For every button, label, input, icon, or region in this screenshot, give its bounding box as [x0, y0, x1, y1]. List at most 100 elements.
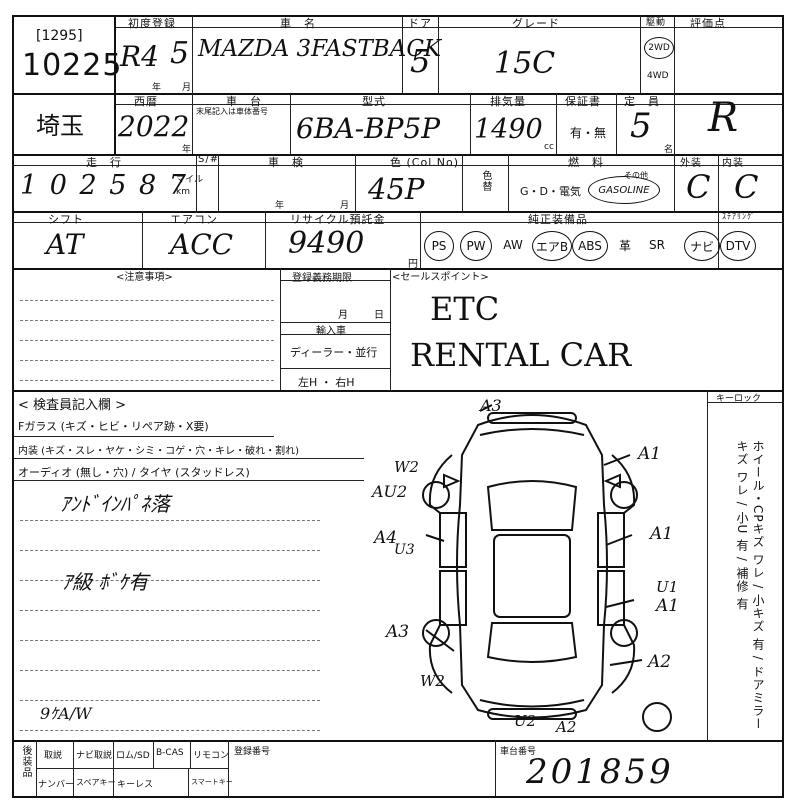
wheel-front-left [422, 481, 450, 509]
mark-w2-bottom: W2 [420, 672, 445, 690]
bottom-item-1: 取説 [44, 751, 63, 761]
fuel-header: 燃 料 [568, 156, 604, 169]
inspection-year-unit: 年 [275, 201, 285, 211]
exterior-grade: C [686, 168, 711, 206]
bottom-item-6: ナンバー [38, 780, 75, 790]
evaluation-header: 評価点 [690, 17, 726, 30]
bottom-item-7: スペアキー [76, 778, 116, 787]
grade-header: グレード [512, 17, 560, 30]
warranty-value: 有・無 [570, 126, 607, 140]
model-type-header: 型式 [362, 95, 386, 108]
equipment-item: DTV [720, 231, 756, 261]
mark-w2-left: W2 [394, 458, 419, 476]
rear-bumper [487, 708, 577, 720]
bottom-item-8: キーレス [117, 780, 154, 790]
wheel-rear-right [610, 619, 638, 647]
mark-a4-left: A4 [374, 528, 398, 548]
registration-number-label: 登録番号 [234, 747, 271, 757]
left-rear-door [439, 570, 467, 626]
fuel-options: G・D・電気 [520, 185, 581, 198]
sales-points-title: <セールスポイント> [392, 272, 489, 283]
shift-value: AT [46, 228, 84, 261]
mark-u2-bottom: U2 [514, 712, 537, 730]
displacement-value: 1490 [474, 114, 543, 145]
exterior-header: 外装 [680, 158, 702, 169]
shift-header: シフト [48, 213, 84, 226]
mark-a2-bottom: A2 [556, 718, 577, 736]
bottom-item-9: スマートキー [191, 778, 233, 786]
equipment-item: ABS [572, 231, 608, 261]
odometer-header: S/# [198, 154, 220, 165]
windshield [486, 480, 578, 531]
lot-number: 10225 [22, 48, 123, 83]
extra-circle [642, 702, 672, 732]
model-year: 2022 [118, 110, 190, 143]
recycle-header: リサイクル預託金 [290, 213, 386, 226]
color-header: 色 (Col.No) [390, 156, 460, 169]
interior-grade: C [734, 168, 759, 206]
dealer-parallel: ディーラー・並行 [290, 346, 378, 359]
wheel-rear-left [422, 619, 450, 647]
steering-header: ｽﾃｱﾘﾝｸﾞ [722, 212, 756, 221]
equipment-item: 革 [618, 238, 631, 253]
first-reg-header: 初度登録 [128, 17, 176, 30]
year-header: 西暦 [134, 95, 158, 108]
inspector-note-1: ｱﾝﾄﾞｲﾝﾊﾟﾈ落 [60, 492, 170, 516]
mark-a3-left: A3 [386, 622, 410, 642]
doors: 5 [410, 42, 431, 80]
drive-header: 駆動 [646, 18, 667, 28]
fuel-other-label: その他 [624, 171, 648, 180]
aircon-header: エアコン [170, 213, 218, 226]
color-change-label: 色替 [480, 170, 491, 192]
displacement-header: 排気量 [490, 95, 526, 108]
equipment-item: AW [503, 238, 523, 252]
first-reg-month-unit: 月 [182, 83, 192, 93]
car-diagram [422, 404, 672, 732]
sales-point-1: ETC [430, 290, 500, 328]
interior-header: 内装 [722, 158, 744, 169]
first-reg-year-unit: 年 [152, 83, 162, 93]
equipment-header: 純正装備品 [528, 213, 588, 226]
mileage-value: 1 0 2 5 8 7 [20, 170, 188, 201]
evaluation-score: R [708, 95, 739, 141]
body-note: 末尾記入は車体番号 [196, 107, 268, 116]
recycle-fee: 9490 [288, 226, 365, 261]
cc-unit: cc [544, 142, 554, 152]
inspector-title: < 検査員記入欄 > [18, 398, 127, 413]
aircon-value: ACC [170, 228, 234, 261]
doors-header: ドア [408, 17, 432, 30]
inspection-month-unit: 月 [340, 201, 350, 211]
bottom-equip-label: 後装品 [20, 745, 31, 778]
car-name: MAZDA 3FASTBACK [198, 36, 442, 62]
wheel-front-right [610, 481, 638, 509]
roof [493, 534, 571, 618]
bottom-item-3: ロム/SD [116, 751, 150, 761]
mark-a2-right: A2 [648, 652, 672, 672]
mark-au2-left: AU2 [372, 482, 408, 501]
model-code: 6BA-BP5P [296, 112, 441, 145]
equipment-item: PS [424, 231, 454, 261]
inspector-line-2: 内装 (キズ・スレ・ヤケ・シミ・コゲ・穴・キレ・破れ・割れ) [18, 446, 299, 457]
equipment-item: エアB [532, 231, 572, 261]
warranty-header: 保証書 [565, 95, 601, 108]
prefecture: 埼玉 [36, 112, 84, 140]
right-front-door [597, 512, 625, 568]
lot-code: [1295] [36, 28, 83, 44]
mileage-mile-unit: マイル [176, 175, 204, 185]
capacity-unit: 名 [664, 145, 674, 155]
rear-window [486, 622, 578, 663]
inspector-note-3: 9ｹA/W [40, 704, 92, 723]
first-reg-era: R4 [120, 40, 159, 73]
car-name-header: 車 名 [280, 17, 316, 30]
bottom-item-5: リモコン [193, 751, 230, 761]
right-rear-door [597, 570, 625, 626]
car-body-header: 車 台 [226, 95, 262, 108]
mark-a1-right: A1 [650, 524, 674, 544]
drive-2wd: 2WD [644, 37, 674, 59]
recycle-yen: 円 [408, 259, 418, 270]
frame-number-label: 車台番号 [500, 747, 537, 757]
drive-4wd: 4WD [647, 71, 669, 81]
capacity-header: 定 員 [624, 95, 660, 108]
inspector-line-3: オーディオ (無し・穴) / タイヤ (スタッドレス) [18, 466, 250, 479]
import-title: 輸入車 [316, 326, 346, 337]
